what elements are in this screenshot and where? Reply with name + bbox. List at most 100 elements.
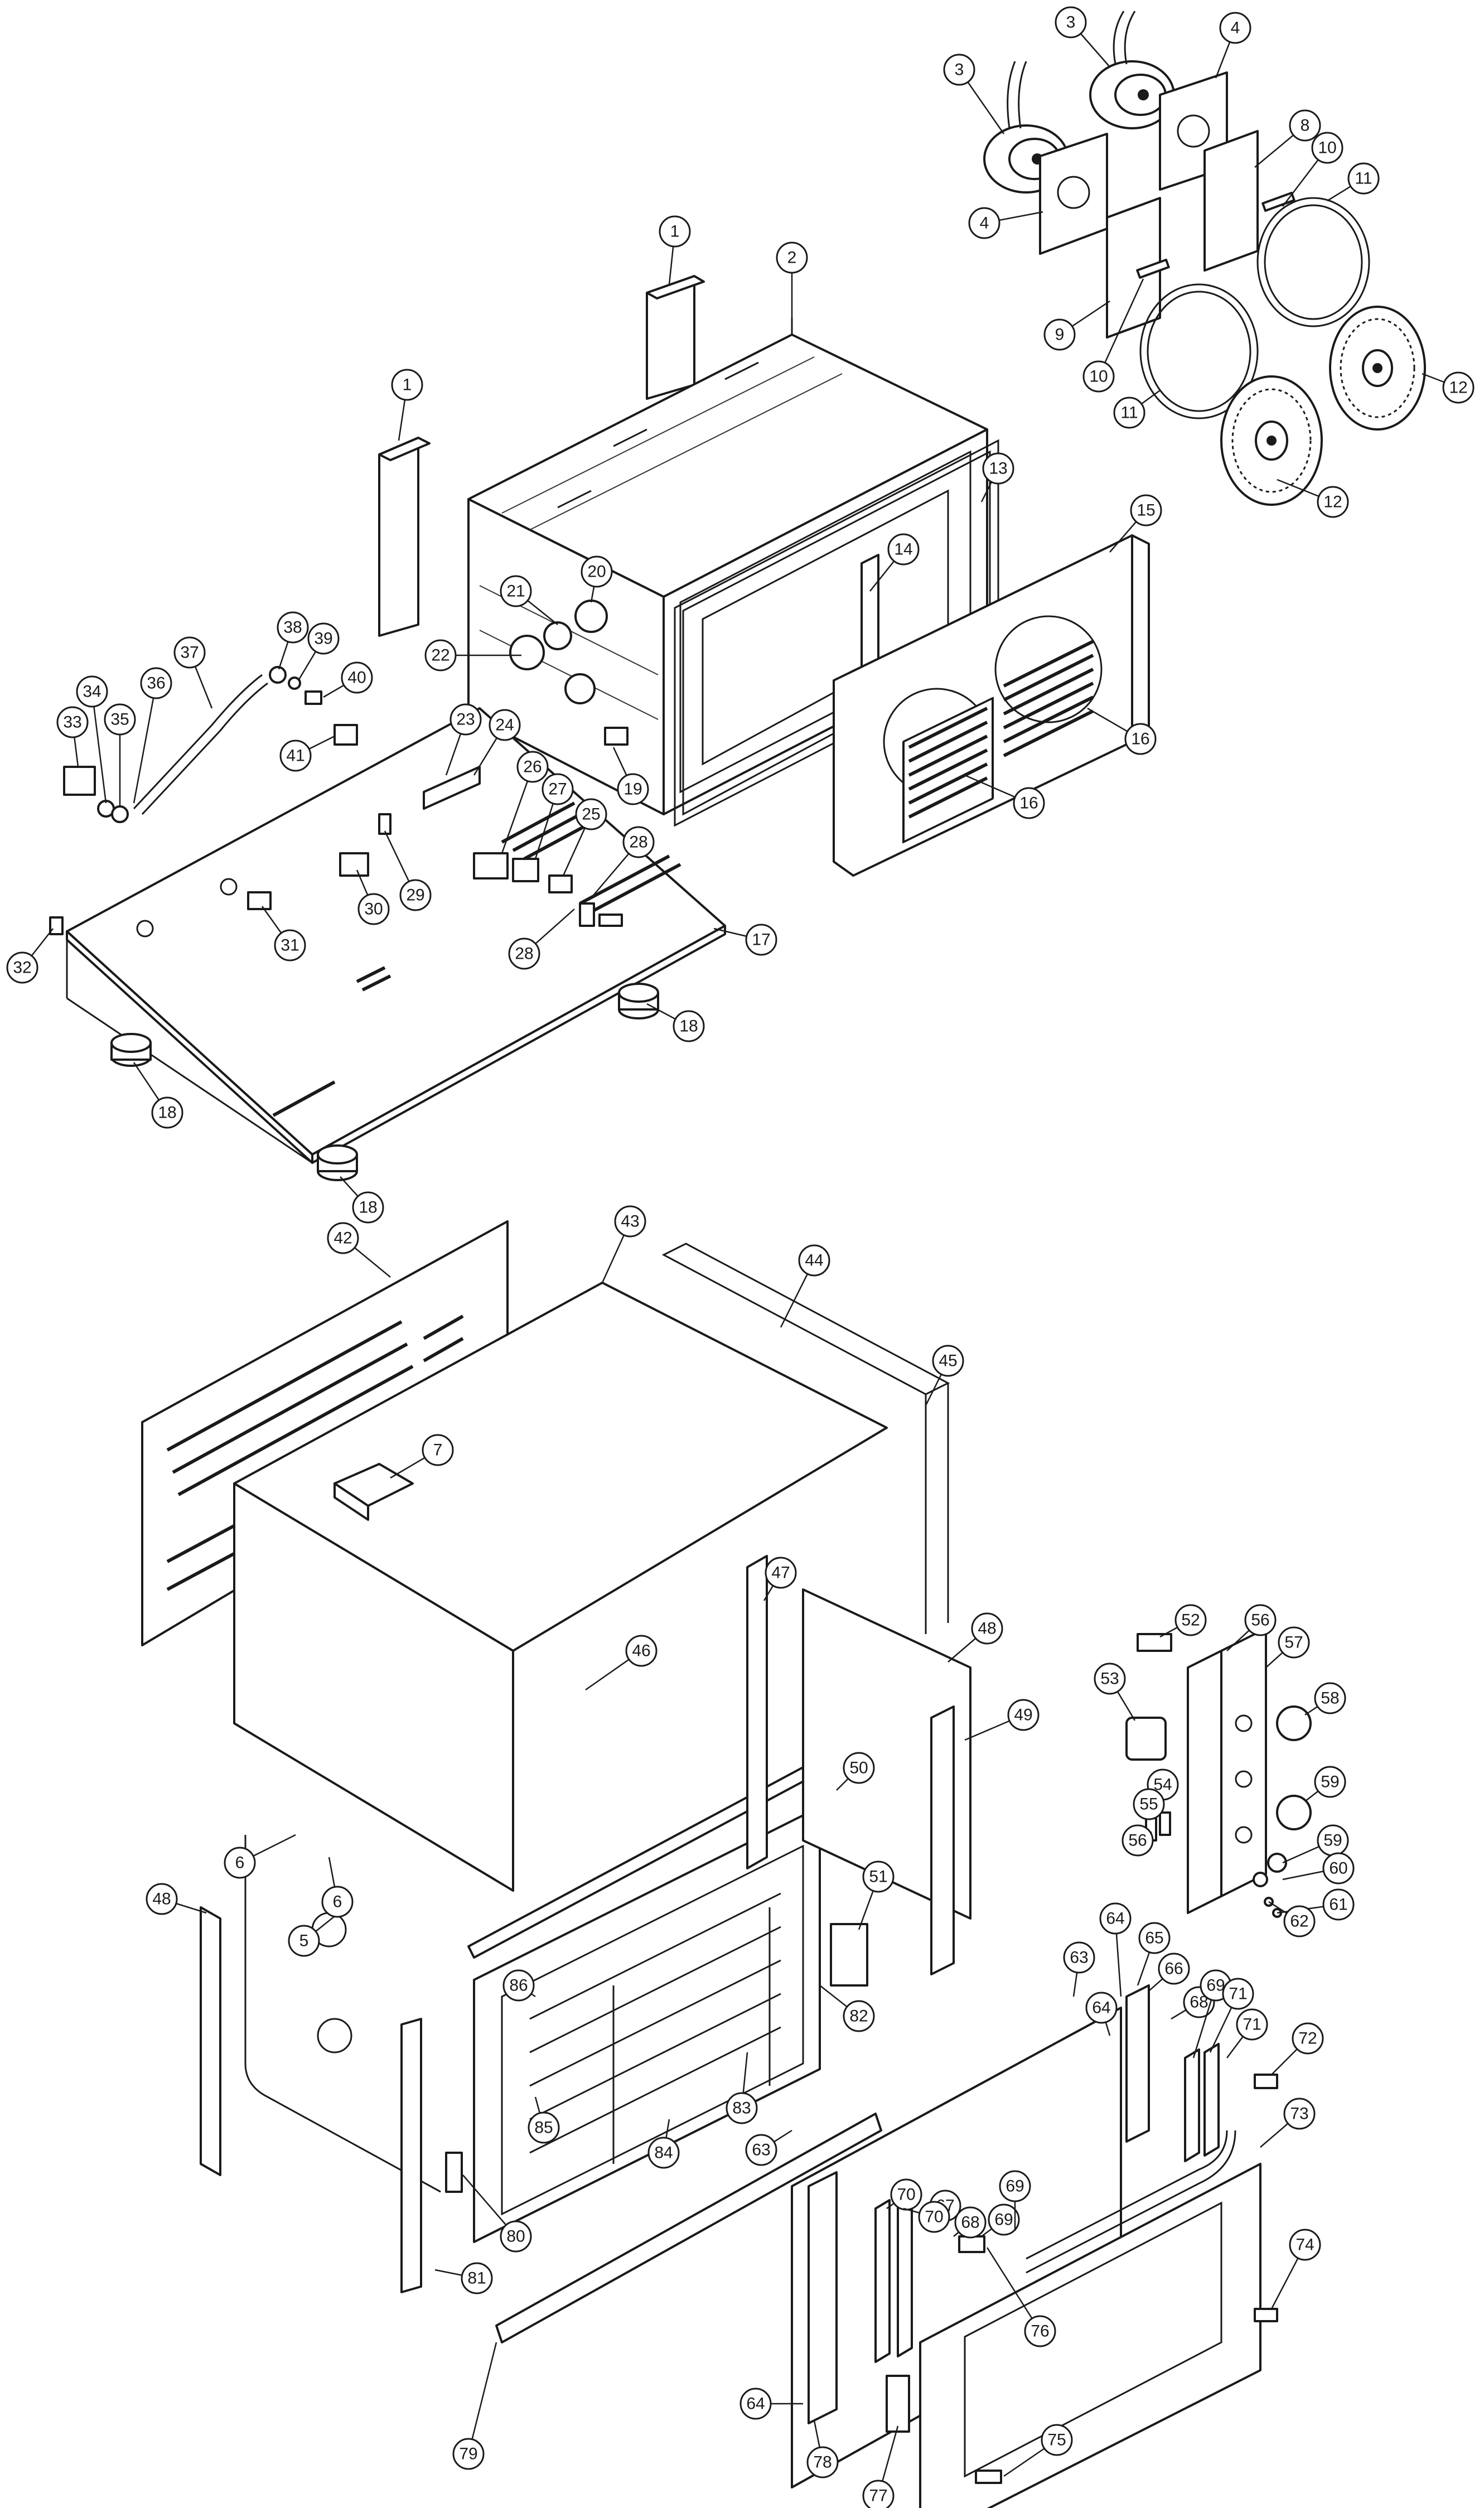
door-hinge-right xyxy=(1125,1984,1150,2143)
callout-circle xyxy=(1024,2315,1056,2347)
callout-circle xyxy=(617,773,649,805)
callout-number: 11 xyxy=(1120,404,1138,422)
callout-29: 29 xyxy=(384,830,432,911)
callout-number: 27 xyxy=(548,780,567,799)
callout-44: 44 xyxy=(780,1244,830,1328)
callout-number: 44 xyxy=(805,1251,823,1270)
callout-81: 81 xyxy=(434,2262,493,2294)
callout-number: 70 xyxy=(897,2186,915,2204)
side-post-left xyxy=(200,1906,221,2176)
callout-56: 56 xyxy=(1122,1824,1154,1857)
callout-circle xyxy=(1174,1604,1207,1636)
callout-number: 14 xyxy=(894,540,912,559)
connector-clip xyxy=(49,916,64,935)
callout-circle xyxy=(932,1345,964,1377)
callout-circle xyxy=(999,2170,1031,2202)
callout-circle xyxy=(1130,494,1162,526)
callout-53: 53 xyxy=(1094,1663,1136,1721)
callout-number: 3 xyxy=(955,61,964,79)
callout-number: 69 xyxy=(1206,1977,1225,1995)
door-strip-d xyxy=(1203,2043,1220,2157)
callout-circle xyxy=(146,1883,178,1915)
top-frame xyxy=(661,1243,950,1634)
callout-3: 3 xyxy=(943,54,1005,134)
callout-circle xyxy=(745,2134,777,2166)
callout-80: 80 xyxy=(462,2174,532,2253)
bracket-right xyxy=(1261,191,1296,212)
callout-circle xyxy=(508,938,540,970)
callout-circle xyxy=(1289,109,1321,142)
callout-circle xyxy=(327,1222,359,1254)
callout-circle xyxy=(76,675,108,708)
callout-number: 46 xyxy=(632,1642,650,1660)
callout-75: 75 xyxy=(1003,2424,1073,2477)
callout-79: 79 xyxy=(452,2342,497,2470)
callout-number: 56 xyxy=(1128,1832,1147,1850)
callout-circle xyxy=(1322,1852,1355,1884)
outer-casing xyxy=(233,1282,888,1892)
fan-grille-left xyxy=(883,688,994,844)
callout-number: 81 xyxy=(467,2269,486,2288)
callout-number: 60 xyxy=(1329,1859,1347,1878)
callout-circle xyxy=(954,2206,987,2239)
callout-number: 57 xyxy=(1284,1634,1303,1652)
hinge-bracket-lower xyxy=(400,2018,422,2293)
callout-number: 64 xyxy=(746,2395,765,2413)
callout-38: 38 xyxy=(277,611,309,670)
callout-number: 64 xyxy=(1092,1999,1110,2017)
callout-circle xyxy=(798,1244,830,1277)
callout-circle xyxy=(726,2092,758,2124)
callout-number: 19 xyxy=(623,780,642,799)
callout-circle xyxy=(224,1847,256,1879)
filter-box xyxy=(830,1923,868,1987)
callout-41: 41 xyxy=(279,735,335,772)
callout-69: 69 xyxy=(1192,1969,1232,2058)
callout-number: 79 xyxy=(459,2445,477,2463)
control-knob-upper xyxy=(1276,1705,1312,1741)
callout-number: 48 xyxy=(152,1890,171,1908)
callout-71: 71 xyxy=(1226,2008,1268,2058)
callout-circle xyxy=(1063,1941,1095,1974)
callout-number: 12 xyxy=(1323,493,1342,511)
callout-70: 70 xyxy=(886,2178,922,2211)
label-plate xyxy=(247,891,272,910)
callout-circle xyxy=(542,773,574,805)
callout-number: 40 xyxy=(347,669,366,687)
callout-circle xyxy=(1138,1922,1171,1954)
callout-65: 65 xyxy=(1137,1922,1171,1986)
callout-circle xyxy=(614,1205,646,1238)
callout-86: 86 xyxy=(502,1969,536,2002)
callout-45: 45 xyxy=(925,1345,964,1406)
door-bracket-lower xyxy=(975,2470,1002,2484)
callout-circle xyxy=(1043,318,1076,351)
front-plinth xyxy=(495,2113,882,2343)
callout-circle xyxy=(277,611,309,644)
callout-circle xyxy=(943,54,975,86)
callout-number: 69 xyxy=(994,2211,1013,2229)
callout-circle xyxy=(341,661,373,694)
callout-number: 80 xyxy=(506,2227,525,2246)
callout-8: 8 xyxy=(1254,109,1321,168)
callout-number: 29 xyxy=(406,886,424,905)
callout-number: 63 xyxy=(752,2141,770,2159)
callout-14: 14 xyxy=(869,533,920,592)
callout-circle xyxy=(279,740,312,772)
callout-circle xyxy=(56,706,89,738)
callout-number: 16 xyxy=(1131,730,1149,748)
callout-circle xyxy=(918,2201,950,2233)
callout-63: 63 xyxy=(745,2129,792,2166)
side-bracket-right xyxy=(930,1705,955,1975)
callout-number: 18 xyxy=(359,1199,377,1217)
callout-63: 63 xyxy=(1063,1941,1095,1997)
callout-48: 48 xyxy=(948,1612,1003,1663)
callout-12: 12 xyxy=(1277,479,1349,518)
callout-circle xyxy=(399,879,432,911)
callout-circle xyxy=(1278,1626,1310,1659)
callout-circle xyxy=(1122,1824,1154,1857)
callout-58: 58 xyxy=(1304,1682,1346,1716)
callout-circle xyxy=(1158,1953,1190,1985)
gasket-right xyxy=(1203,130,1259,272)
callout-20: 20 xyxy=(581,555,613,603)
callout-30: 30 xyxy=(356,869,390,925)
